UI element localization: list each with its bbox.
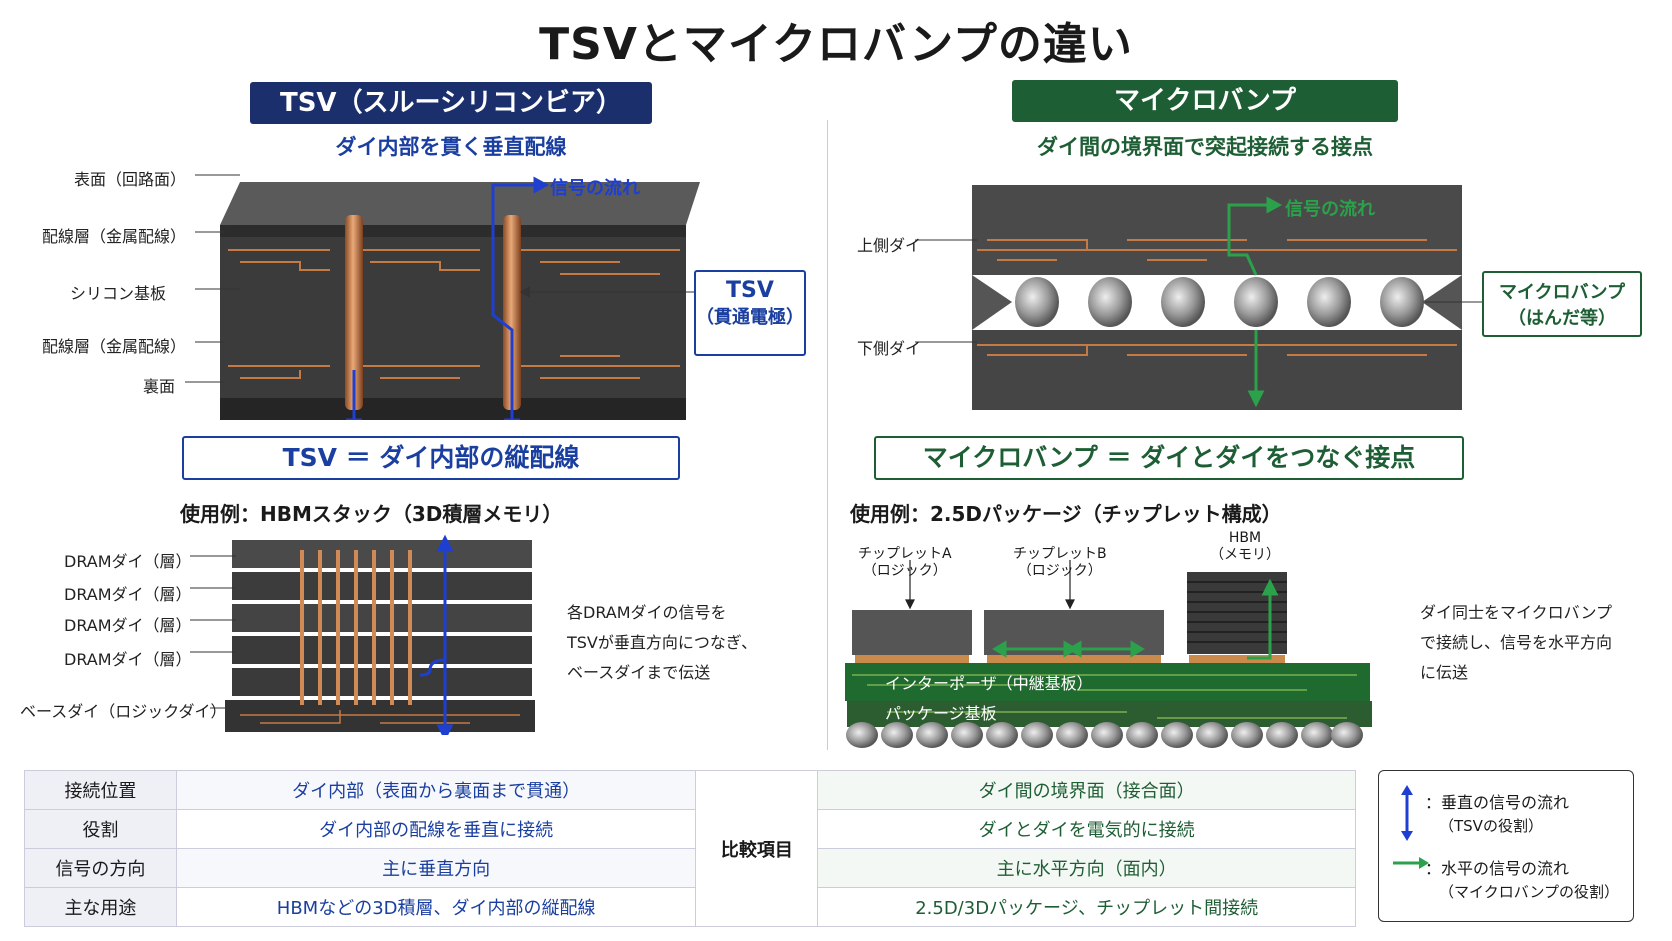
row-item: 役割 <box>24 809 177 849</box>
row-bump: 2.5D/3Dパッケージ、チップレット間接続 <box>817 887 1356 927</box>
interposer-label: インターポーザ（中継基板） <box>885 674 1093 693</box>
bump-note-line: に伝送 <box>1420 663 1469 682</box>
microbump-cross-section <box>915 185 1482 410</box>
bump-callout-sub: （はんだ等） <box>1508 308 1616 329</box>
label-upper-die: 上側ダイ <box>857 236 922 255</box>
stack-label-3: DRAMダイ（層） <box>64 616 192 635</box>
microbump-header: マイクロバンプ <box>1012 80 1398 122</box>
label-back: 裏面 <box>143 377 176 396</box>
row-item: 主な用途 <box>24 887 177 927</box>
microbump-subtitle: ダイ間の境界面で突起接続する接点 <box>1037 135 1373 159</box>
label-lower-die: 下側ダイ <box>857 339 922 358</box>
tsv-note-line: TSVが垂直方向につなぎ、 <box>567 633 758 652</box>
hbm-stack-diagram <box>190 534 535 735</box>
hbm-name: HBM <box>1228 530 1262 546</box>
chiplet-b-label: チップレットB （ロジック） <box>1013 546 1107 580</box>
tsv-note-line: 各DRAMダイの信号を <box>567 603 727 622</box>
table-row: 主な用途 HBMなどの3D積層、ダイ内部の縦配線 2.5D/3Dパッケージ、チッ… <box>24 887 1356 927</box>
chiplet-a-role: （ロジック） <box>862 563 947 579</box>
tsv-callout: TSV （貫通電極） <box>694 270 806 356</box>
bump-note-line: で接続し、信号を水平方向 <box>1420 633 1613 652</box>
tsv-callout-sub: （貫通電極） <box>696 307 804 328</box>
horizontal-arrow-icon <box>1393 857 1429 869</box>
legend-box: ：垂直の信号の流れ （TSVの役割） ：水平の信号の流れ （マイクロバンプの役割… <box>1378 770 1634 922</box>
tsv-note: 各DRAMダイの信号を TSVが垂直方向につなぎ、 ベースダイまで伝送 <box>567 598 757 688</box>
row-tsv: HBMなどの3D積層、ダイ内部の縦配線 <box>175 887 697 927</box>
chiplet-b-name: チップレットB <box>1013 546 1107 562</box>
tsv-header: TSV（スルーシリコンビア） <box>250 82 652 124</box>
table-row: 役割 ダイ内部の配線を垂直に接続 ダイとダイを電気的に接続 <box>24 809 1356 849</box>
row-item: 信号の方向 <box>24 848 177 888</box>
row-tsv: 主に垂直方向 <box>175 848 697 888</box>
legend-vertical-sub: （TSVの役割） <box>1439 817 1543 835</box>
row-bump: ダイ間の境界面（接合面） <box>817 770 1356 810</box>
row-tsv: ダイ内部（表面から裏面まで貫通） <box>175 770 697 810</box>
tsv-callout-title: TSV <box>726 278 774 303</box>
bump-callout-title: マイクロバンプ <box>1499 282 1625 303</box>
table-row: 信号の方向 主に垂直方向 主に水平方向（面内） <box>24 848 1356 888</box>
comparison-table: 接続位置 ダイ内部（表面から裏面まで貫通） 比較項目 ダイ間の境界面（接合面） … <box>24 770 1356 927</box>
chiplet-a-name: チップレットA <box>858 546 952 562</box>
tsv-signal-label: 信号の流れ <box>550 178 640 199</box>
vertical-arrow-icon <box>1401 785 1413 841</box>
tsv-subtitle: ダイ内部を貫く垂直配線 <box>335 135 567 159</box>
bump-example-title: 使用例：2.5Dパッケージ（チップレット構成） <box>850 502 1282 526</box>
label-surface: 表面（回路面） <box>74 170 187 189</box>
label-wiring-top: 配線層（金属配線） <box>42 227 187 246</box>
hbm-role: （メモリ） <box>1210 547 1280 563</box>
label-silicon: シリコン基板 <box>70 284 167 303</box>
page-title: TSVとマイクロバンプの違い <box>539 19 1133 70</box>
chiplet-a-label: チップレットA （ロジック） <box>858 546 952 580</box>
row-item: 接続位置 <box>24 770 177 810</box>
table-center-label: 比較項目 <box>695 770 819 927</box>
package-label: パッケージ基板 <box>885 704 997 723</box>
bump-signal-label: 信号の流れ <box>1285 199 1375 220</box>
hbm-label: HBM （メモリ） <box>1210 530 1280 564</box>
tsv-example-title: 使用例：HBMスタック（3D積層メモリ） <box>180 502 563 526</box>
row-tsv: ダイ内部の配線を垂直に接続 <box>175 809 697 849</box>
stack-label-2: DRAMダイ（層） <box>64 585 192 604</box>
stack-label-1: DRAMダイ（層） <box>64 552 192 571</box>
bump-equation: マイクロバンプ ＝ ダイとダイをつなぐ接点 <box>874 436 1464 480</box>
legend-horizontal-sub: （マイクロバンプの役割） <box>1439 883 1620 901</box>
tsv-note-line: ベースダイまで伝送 <box>567 663 711 682</box>
tsv-equation: TSV ＝ ダイ内部の縦配線 <box>182 436 680 480</box>
center-divider <box>827 120 828 750</box>
legend-horizontal-label: ：水平の信号の流れ <box>1425 859 1570 878</box>
row-bump: 主に水平方向（面内） <box>817 848 1356 888</box>
legend-vertical-label: ：垂直の信号の流れ <box>1425 793 1570 812</box>
stack-label-4: DRAMダイ（層） <box>64 650 192 669</box>
bump-callout: マイクロバンプ （はんだ等） <box>1482 271 1642 337</box>
bump-note-line: ダイ同士をマイクロバンプ <box>1420 603 1613 622</box>
package-diagram <box>845 560 1372 748</box>
label-wiring-bottom: 配線層（金属配線） <box>42 337 187 356</box>
chiplet-b-role: （ロジック） <box>1017 563 1102 579</box>
stack-label-base: ベースダイ（ロジックダイ） <box>20 702 227 721</box>
row-bump: ダイとダイを電気的に接続 <box>817 809 1356 849</box>
tsv-cross-section <box>185 174 700 420</box>
bump-note: ダイ同士をマイクロバンプ で接続し、信号を水平方向 に伝送 <box>1420 598 1612 688</box>
table-row: 接続位置 ダイ内部（表面から裏面まで貫通） 比較項目 ダイ間の境界面（接合面） <box>24 770 1356 927</box>
